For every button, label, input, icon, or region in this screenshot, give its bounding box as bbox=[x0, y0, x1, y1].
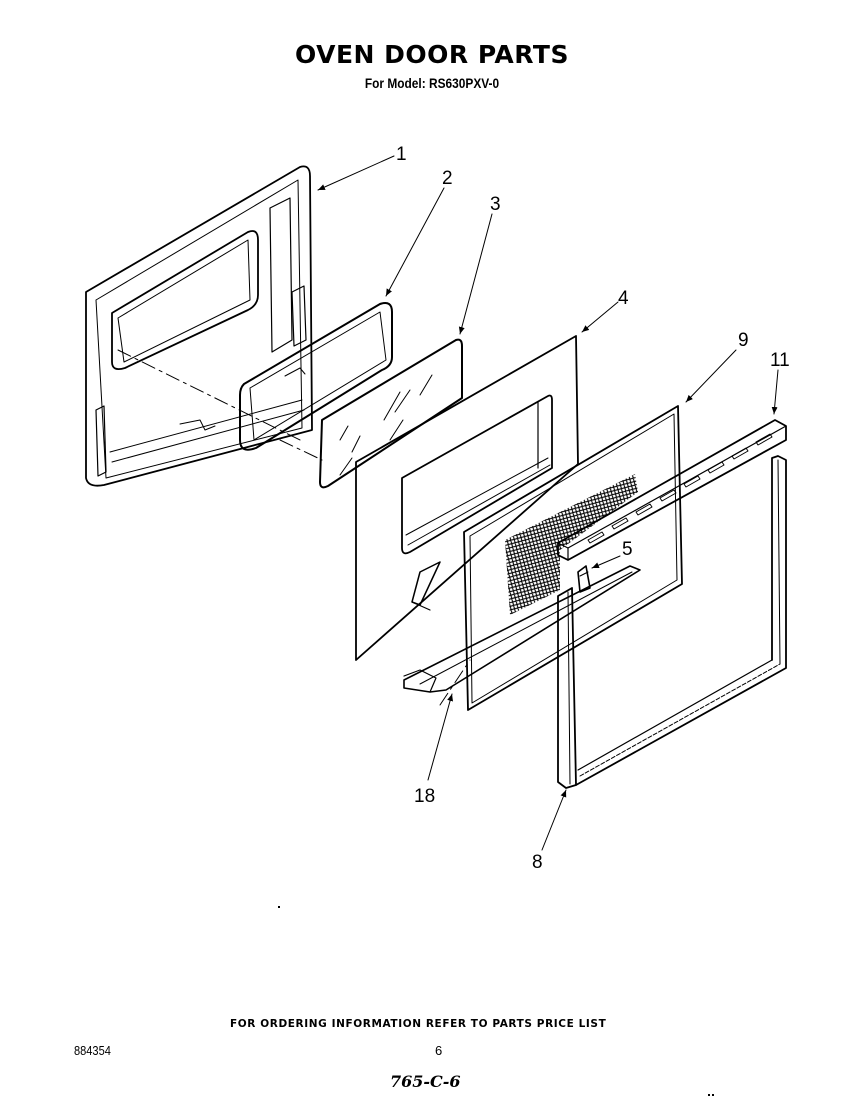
callout-leaders bbox=[317, 155, 779, 851]
callout-18: 18 bbox=[414, 786, 435, 807]
ordering-info-note: FOR ORDERING INFORMATION REFER TO PARTS … bbox=[230, 1018, 607, 1030]
part-9-outer-glass-with-mesh bbox=[463, 405, 683, 711]
callout-8: 8 bbox=[532, 852, 543, 873]
callout-9: 9 bbox=[738, 330, 749, 351]
callout-2: 2 bbox=[442, 168, 453, 189]
callout-3: 3 bbox=[490, 194, 501, 215]
callout-1: 1 bbox=[396, 144, 407, 165]
callout-labels: 1 2 3 4 5 8 9 11 18 bbox=[396, 144, 790, 873]
part-5-bracket bbox=[577, 565, 591, 593]
part-11-top-vent-trim bbox=[557, 419, 787, 561]
callout-4: 4 bbox=[618, 288, 629, 309]
page-title: OVEN DOOR PARTS bbox=[295, 40, 569, 69]
part-3-glass-pane bbox=[319, 338, 463, 489]
callout-5: 5 bbox=[622, 539, 633, 560]
part-18-handle-bar bbox=[403, 565, 641, 693]
part-2-window-gasket bbox=[239, 302, 393, 451]
document-number: 884354 bbox=[74, 1043, 111, 1058]
part-1-inner-door-liner bbox=[85, 165, 313, 487]
model-subtitle: For Model: RS630PXV-0 bbox=[364, 75, 500, 91]
scan-artifacts bbox=[278, 906, 714, 1096]
part-8-outer-door-frame bbox=[557, 455, 787, 789]
alignment-lines bbox=[117, 349, 471, 706]
handwritten-note: 765-C-6 bbox=[390, 1072, 461, 1091]
callout-11: 11 bbox=[770, 350, 790, 371]
page-number: 6 bbox=[435, 1043, 443, 1058]
part-4-door-panel bbox=[355, 335, 579, 661]
